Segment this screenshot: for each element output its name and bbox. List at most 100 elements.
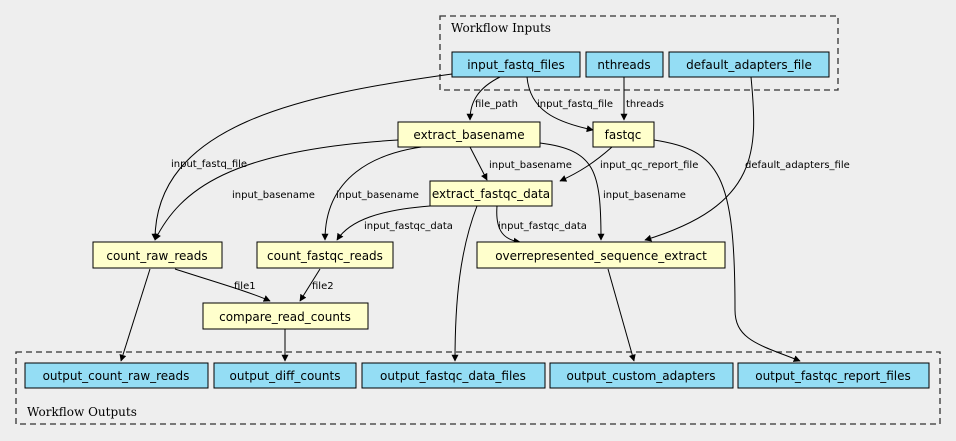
edge-extract-fastqc-data-to-overrepresented: input_fastqc_data [496,205,587,245]
node-box [585,51,664,78]
edge-line [154,139,399,241]
edge-label-default-adapters-file: default_adapters_file [745,160,850,171]
edge-nthreads-to-fastqc: threads [620,77,664,121]
node-label: fastqc [605,128,642,142]
node-count-raw-reads[interactable]: count_raw_reads [92,241,223,269]
edge-input-fastq-to-extract-basename: file_path [466,76,518,121]
edge-label-input-fastqc-data: input_fastqc_data [498,221,587,232]
node-box [397,121,541,148]
edge-label-input-qc-report-file: input_qc_report_file [600,160,698,171]
node-output-diff-counts[interactable]: output_diff_counts [213,362,357,389]
node-label: output_fastqc_data_files [380,369,526,383]
cluster-inputs-border [439,15,839,91]
edge-extract-fastqc-data-to-output-fastqc-data-files [451,205,478,362]
node-box [429,180,553,207]
edge-label-file-path: file_path [475,99,518,110]
edge-line [466,76,501,121]
node-box [24,362,209,389]
node-box [256,241,394,269]
edge-extract-basename-to-overrepresented: input_basename [539,142,686,241]
edge-extract-fastqc-data-to-count-fastqc-reads: input_fastqc_data [336,205,453,241]
node-box [737,362,930,389]
edge-line [526,76,594,133]
node-label: input_fastq_files [467,58,565,72]
node-box [361,362,546,389]
node-label: extract_basename [413,128,524,142]
edge-line [653,139,801,362]
edge-label-input-fastq-file: input_fastq_file [537,99,613,110]
edge-line [119,268,151,362]
edge-line [451,205,478,362]
node-label: overrepresented_sequence_extract [495,249,707,263]
node-compare-read-counts[interactable]: compare_read_counts [202,302,369,330]
node-extract-basename[interactable]: extract_basename [397,121,541,148]
node-label: compare_read_counts [219,310,351,324]
node-overrepresented-sequence-extract[interactable]: overrepresented_sequence_extract [476,241,726,269]
edge-line [174,268,271,302]
node-label: default_adapters_file [686,58,812,72]
edge-line [321,144,441,241]
edge-label-input-basename: input_basename [603,190,686,201]
node-label: count_raw_reads [106,249,207,263]
edge-extract-basename-to-count-raw-reads: input_basename [154,139,399,241]
edge-label-input-basename: input_basename [489,160,572,171]
edge-count-raw-reads-to-output-count-raw-reads [119,268,151,362]
node-nthreads[interactable]: nthreads [585,51,664,78]
edge-line [336,205,431,241]
edge-label-input-fastqc-data: input_fastqc_data [364,221,453,232]
edge-label-input-basename: input_basename [336,190,419,201]
edge-label-threads: threads [626,99,664,110]
cluster-inputs-label: Workflow Inputs [451,21,551,35]
edge-overrepresented-to-output-custom-adapters [607,268,636,362]
edge-fastqc-to-output-fastqc-report-files [653,139,801,362]
edge-line [644,76,755,242]
cluster-workflow-inputs: Workflow Inputs [439,15,839,91]
cluster-workflow-outputs: Workflow Outputs [15,351,941,425]
node-label: count_fastqc_reads [267,249,383,263]
node-box [549,362,734,389]
edge-count-fastqc-reads-to-compare-read-counts: file2 [299,268,334,302]
edge-extract-basename-to-count-fastqc-reads: input_basename [321,144,441,241]
edges: file_path input_fastq_file input_fastq_f… [119,73,850,362]
node-count-fastqc-reads[interactable]: count_fastqc_reads [256,241,394,269]
edge-fastqc-to-extract-fastqc-data: input_qc_report_file [559,146,698,182]
edge-line [299,268,321,302]
cluster-outputs-border [15,351,941,425]
node-output-fastqc-data-files[interactable]: output_fastqc_data_files [361,362,546,389]
edge-line [496,205,521,245]
node-label: output_diff_counts [230,369,341,383]
edge-input-fastq-to-count-raw-reads: input_fastq_file [151,73,453,241]
node-output-custom-adapters[interactable]: output_custom_adapters [549,362,734,389]
node-label: nthreads [597,58,650,72]
node-box [213,362,357,389]
edge-line [607,268,636,362]
node-fastqc[interactable]: fastqc [592,121,655,148]
node-output-count-raw-reads[interactable]: output_count_raw_reads [24,362,209,389]
node-default-adapters-file[interactable]: default_adapters_file [668,51,830,78]
edge-extract-basename-to-extract-fastqc-data: input_basename [469,146,572,181]
edge-default-adapters-to-overrepresented: default_adapters_file [644,76,850,242]
edge-label-input-fastq-file: input_fastq_file [171,159,247,170]
edge-label-file1: file1 [234,281,256,292]
node-extract-fastqc-data[interactable]: extract_fastqc_data [429,180,553,207]
node-box [92,241,223,269]
cluster-outputs-label: Workflow Outputs [27,405,137,419]
node-box [451,51,581,78]
edge-input-fastq-to-fastqc: input_fastq_file [526,76,613,133]
node-label: output_fastqc_report_files [755,369,911,383]
edge-line [151,73,453,241]
edge-label-file2: file2 [312,281,334,292]
node-label: output_custom_adapters [567,369,716,383]
edge-line [469,146,488,181]
node-box [668,51,830,78]
node-label: output_count_raw_reads [43,369,190,383]
node-output-fastqc-report-files[interactable]: output_fastqc_report_files [737,362,930,389]
node-input-fastq-files[interactable]: input_fastq_files [451,51,581,78]
edge-line [539,142,605,241]
node-label: extract_fastqc_data [432,187,550,201]
node-box [202,302,369,330]
node-box [476,241,726,269]
node-box [592,121,655,148]
